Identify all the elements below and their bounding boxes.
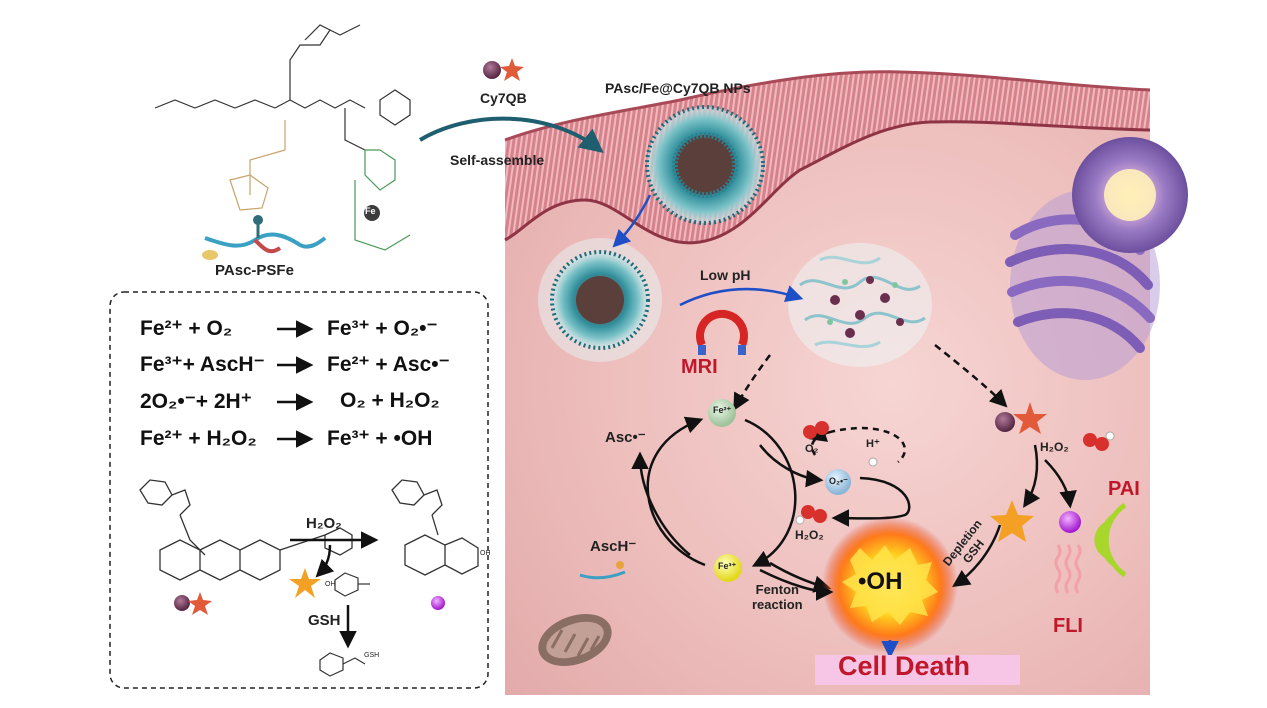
activation-arrow-left xyxy=(1023,444,1041,508)
superoxide-label: O₂•⁻ xyxy=(829,476,848,486)
eq3-right: O₂ + H₂O₂ xyxy=(340,389,440,412)
nucleus-organelle xyxy=(1072,137,1188,253)
low-ph-arrow xyxy=(679,285,804,307)
eq2-right: Fe²⁺ + Asc•⁻ xyxy=(327,353,450,376)
h2o2-right-label: H₂O₂ xyxy=(1040,440,1069,454)
nanoparticle-internalized xyxy=(538,238,662,362)
endocytosis-arrow xyxy=(612,194,652,248)
proton-icon xyxy=(868,457,878,467)
hydroxyl-explosion xyxy=(822,517,958,653)
disassembled-micelle xyxy=(788,243,932,367)
low-ph-label: Low pH xyxy=(700,267,751,283)
h-plus-label: H⁺ xyxy=(866,438,880,450)
cell-death-banner xyxy=(815,655,1020,685)
cy7qb-probe-icon xyxy=(174,592,212,615)
polymer-structure xyxy=(154,24,411,251)
fe-center-icon xyxy=(364,205,380,221)
fe2-ion-icon xyxy=(708,399,736,427)
mri-label: MRI xyxy=(681,356,718,378)
qm-star-icon xyxy=(289,568,321,598)
qm-oh-label: OH xyxy=(325,581,336,588)
activation-arrow-right xyxy=(1044,459,1077,509)
photoacoustic-wave-icon xyxy=(1094,502,1127,578)
byproduct-arrow xyxy=(315,544,335,578)
fluorescence-wave-icon xyxy=(1054,544,1082,594)
self-assemble-arrow xyxy=(418,116,604,153)
eq3-left: 2O₂•⁻+ 2H⁺ xyxy=(140,390,252,413)
h2o2-label: H₂O₂ xyxy=(795,528,824,542)
product-oh-label: OH xyxy=(480,550,491,557)
mitochondrion xyxy=(538,613,612,667)
fe3-ion-icon xyxy=(714,554,742,582)
fenton-label: Fenton reaction xyxy=(752,582,803,612)
quinone-methide-structure xyxy=(334,572,370,597)
asch-polymer-icon xyxy=(579,561,626,580)
eq4-left: Fe²⁺ + H₂O₂ xyxy=(140,427,257,450)
gsh-adduct-label: GSH xyxy=(364,652,380,659)
cy7qb-structure-left xyxy=(139,479,353,581)
gsh-label: GSH xyxy=(308,612,341,629)
orange-star-icon xyxy=(990,500,1034,542)
equation-1: Fe²⁺ + O₂ Fe³⁺ + O₂•⁻ xyxy=(140,316,438,341)
pai-label: PAI xyxy=(1108,478,1140,500)
polymer-ribbon-icon xyxy=(202,215,327,260)
asc-label: Asc•⁻ xyxy=(605,429,646,446)
eq1-left: Fe²⁺ + O₂ xyxy=(140,317,233,340)
nanoparticle-on-membrane xyxy=(645,105,765,225)
reaction-box xyxy=(109,291,489,689)
dashed-arrow-to-fe xyxy=(733,354,772,412)
self-assemble-label: Self-assemble xyxy=(450,152,545,168)
cy7qb-dye-icon xyxy=(483,58,524,81)
h2o2-right-molecule-icon xyxy=(1083,431,1115,451)
fe-redox-cycle xyxy=(631,416,911,593)
magnet-icon xyxy=(696,309,748,355)
fenton-arrow xyxy=(759,568,834,601)
o2-label: O₂ xyxy=(805,443,819,455)
fe3-label: Fe³⁺ xyxy=(718,561,737,571)
o2-molecule-icon xyxy=(803,421,829,439)
fe2-label: Fe²⁺ xyxy=(713,405,732,415)
eq2-left: Fe³⁺+ AscH⁻ xyxy=(140,353,265,376)
cy7-product-icon xyxy=(431,596,445,610)
asch-label: AscH⁻ xyxy=(590,538,637,555)
fli-label: FLI xyxy=(1053,615,1083,637)
equation-arrows xyxy=(277,320,314,448)
depletion-arrow xyxy=(952,524,1002,587)
fluorophore-icon xyxy=(1059,511,1081,533)
gsh-adduct-structure xyxy=(319,652,366,677)
equation-2: Fe³⁺+ AscH⁻ Fe²⁺ + Asc•⁻ xyxy=(140,352,450,377)
fe-center-label: Fe xyxy=(365,206,376,216)
cell-death-label: Cell Death xyxy=(838,651,971,681)
superoxide-ion-icon xyxy=(825,469,851,495)
dye-probe-icon xyxy=(995,402,1047,434)
h2o2-molecule-icon xyxy=(795,505,827,525)
polymer-label: PAsc-PSFe xyxy=(215,262,294,279)
hydroxyl-label: •OH xyxy=(858,568,903,595)
nanoparticle-label: PAsc/Fe@Cy7QB NPs xyxy=(605,80,751,96)
dye-label: Cy7QB xyxy=(480,90,527,106)
equation-3: 2O₂•⁻+ 2H⁺ O₂ + H₂O₂ xyxy=(140,389,440,414)
eq4-right: Fe³⁺ + •OH xyxy=(327,427,433,450)
eq1-right: Fe³⁺ + O₂•⁻ xyxy=(327,317,438,340)
equation-4: Fe²⁺ + H₂O₂ Fe³⁺ + •OH xyxy=(140,426,432,451)
cy7-product-structure xyxy=(391,479,479,576)
activation-reagent-label: H₂O₂ xyxy=(306,515,342,532)
